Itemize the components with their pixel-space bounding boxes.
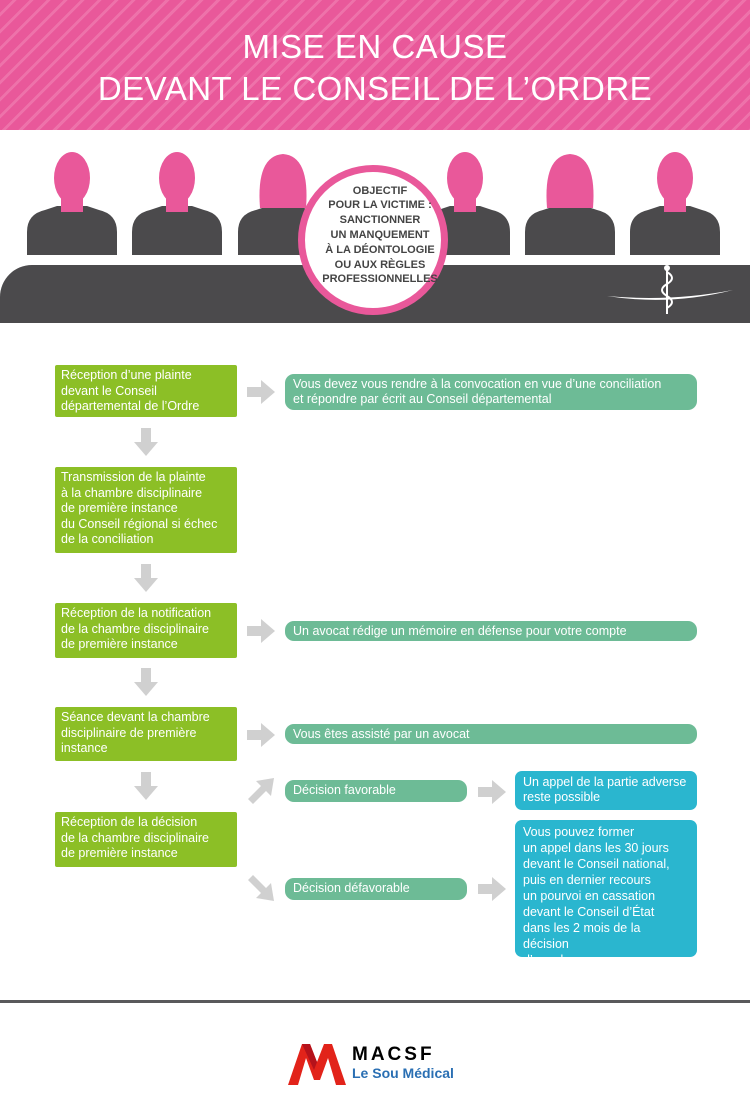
objective-line: À LA DÉONTOLOGIE [325,244,435,256]
result-text: un appel dans les 30 jours [523,841,669,855]
brand-tagline: Le Sou Médical [352,1065,454,1081]
header-banner: MISE EN CAUSE DEVANT LE CONSEIL DE L’ORD… [0,0,750,130]
step-text: disciplinaire de première [61,725,197,740]
result-text: puis en dernier recours [523,873,651,887]
result-text: un pourvoi en cassation [523,889,656,903]
step-text: de première instance [61,501,178,515]
arrow-down-icon [134,668,158,696]
person-icon [630,152,720,255]
step-text: à la chambre disciplinaire [61,485,203,500]
step-text: devant le Conseil [61,383,157,398]
step-text: Réception d’une plainte [61,368,192,382]
objective-line: OBJECTIF [352,185,408,197]
title-line-2: DEVANT LE CONSEIL DE L’ORDRE [97,70,653,107]
result-text: Vous pouvez former [523,825,635,839]
objective-line: POUR LA VICTIME : [328,199,432,211]
outcome-lawyer-assistance: Vous êtes assisté par un avocat [285,724,697,744]
outcome-conciliation: Vous devez vous rendre à la convocation … [285,374,697,410]
macsf-logo-icon [288,1044,346,1085]
arrow-down-icon [134,772,158,800]
result-text: dans les 2 mois de la décision [523,921,641,951]
arrow-down-icon [134,428,158,456]
step-text: Transmission de la plainte [61,470,206,484]
step-text: départemental de l’Ordre [61,399,200,413]
step-decision-received: Réception de la décision de la chambre d… [55,812,237,867]
outcome-text: et répondre par écrit au Conseil départe… [293,392,552,406]
result-text: d’appel [523,953,564,967]
title-line-1: MISE EN CAUSE [242,28,508,65]
result-text: Un appel de la partie adverse [523,775,687,789]
person-woman-icon [525,154,615,255]
objective-line: SANCTIONNER [339,214,421,226]
decision-favorable: Décision favorable [285,780,467,802]
objective-line: OU AUX RÈGLES [334,259,426,271]
person-icon [27,152,117,255]
arrow-down-icon [134,564,158,592]
step-text: Réception de la décision [61,815,198,829]
person-icon [132,152,222,255]
step-text: Réception de la notification [61,606,212,620]
step-complaint-received: Réception d’une plainte devant le Consei… [55,365,237,417]
result-text: reste possible [523,790,601,804]
step-notification-received: Réception de la notification de la chamb… [55,603,237,658]
outcome-defense-brief: Un avocat rédige un mémoire en défense p… [285,621,697,641]
objective-line: PROFESSIONNELLES [322,273,438,285]
step-text: de la conciliation [61,532,154,546]
step-text: de la chambre disciplinaire [61,621,209,636]
unfavorable-result: Vous pouvez former un appel dans les 30 … [515,820,697,967]
arrow-right-icon [247,723,275,747]
objective-line: UN MANQUEMENT [330,229,430,241]
caduceus-icon [607,265,733,314]
outcome-text: Vous devez vous rendre à la convocation … [293,377,662,391]
arrow-up-right-icon [248,778,274,804]
arrow-down-right-icon [248,875,274,901]
step-text: du Conseil régional si échec [61,516,218,531]
step-text: de première instance [61,637,178,651]
step-text: instance [61,741,108,755]
arrow-right-icon [478,877,506,901]
step-text: de la chambre disciplinaire [61,830,209,845]
step-text: Séance devant la chambre [61,710,210,724]
decision-unfavorable: Décision défavorable [285,878,467,900]
arrow-right-icon [247,619,275,643]
result-text: devant le Conseil national, [523,857,670,871]
brand-name: MACSF [352,1044,435,1065]
step-complaint-transmission: Transmission de la plainte à la chambre … [55,467,237,553]
footer-divider [0,1000,750,1003]
step-text: de première instance [61,846,178,860]
arrow-right-icon [478,780,506,804]
objective-circle: OBJECTIF POUR LA VICTIME : SANCTIONNER U… [298,165,448,315]
favorable-result: Un appel de la partie adverse reste poss… [515,771,697,810]
step-hearing: Séance devant la chambre disciplinaire d… [55,707,237,761]
result-text: devant le Conseil d’État [523,905,655,919]
arrow-right-icon [247,380,275,404]
